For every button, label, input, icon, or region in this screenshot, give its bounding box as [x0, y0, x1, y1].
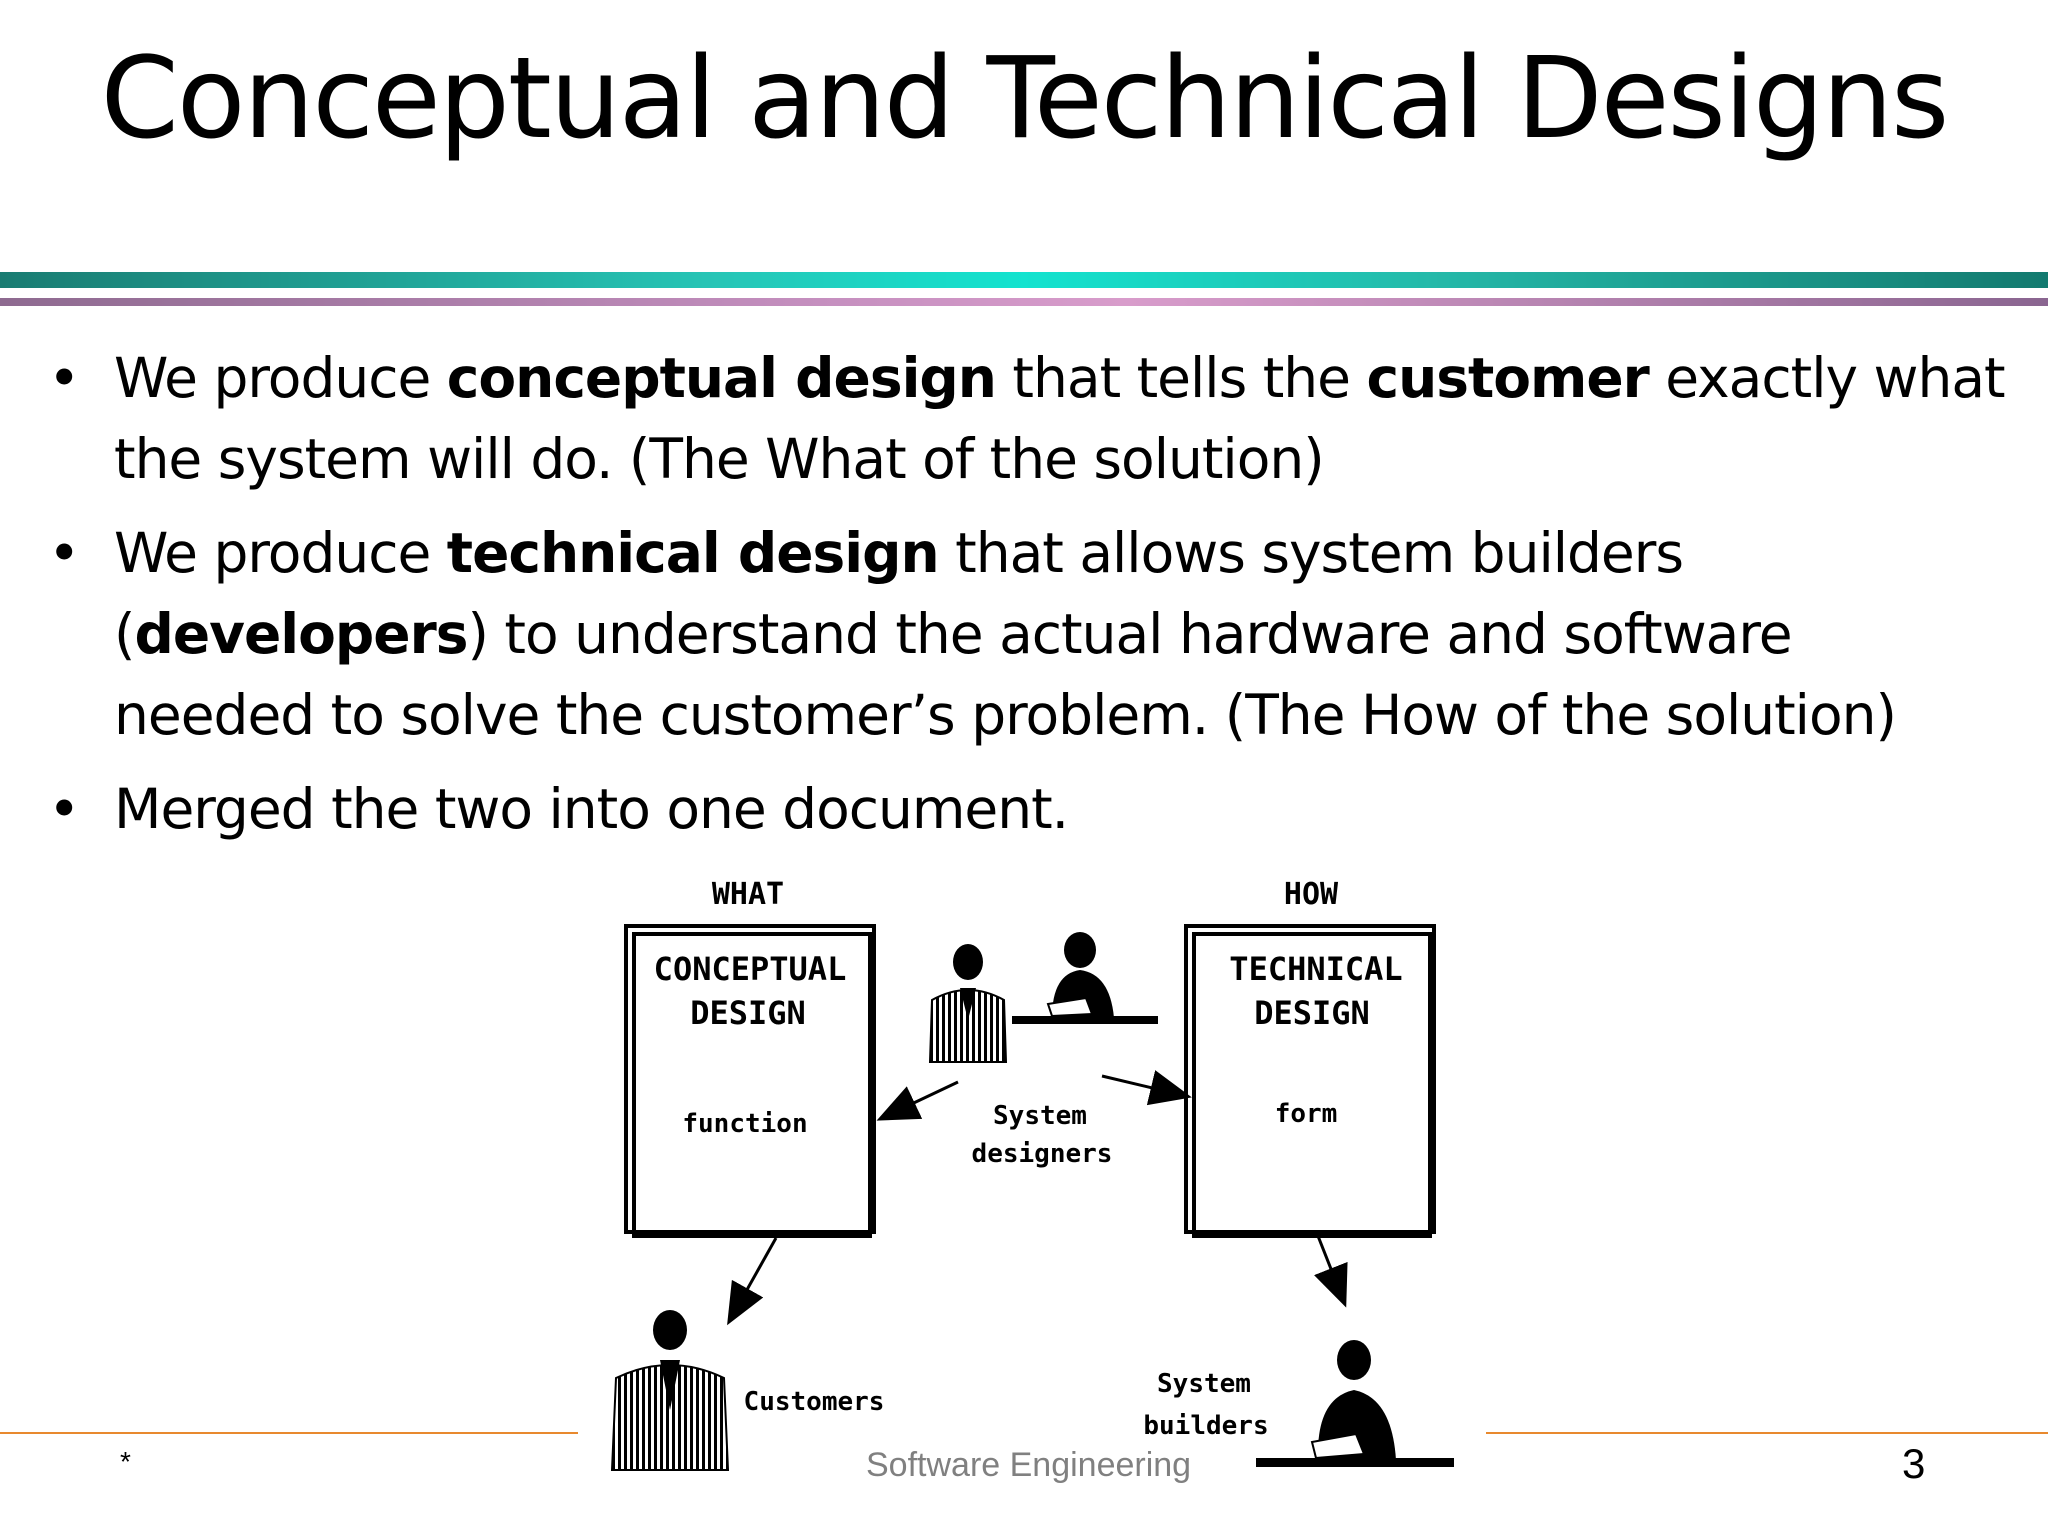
footer-date-placeholder: * — [120, 1446, 131, 1477]
arrow-to-customers — [727, 1237, 778, 1326]
bullet-text: that tells the — [995, 346, 1367, 410]
bullet-text: that allows system builders ( — [114, 521, 1684, 666]
bullet-dot: • — [48, 521, 80, 585]
bullet-text: Merged the two into one document. — [114, 777, 1069, 841]
bullet-item: • We produce technical design that allows… — [48, 513, 2008, 756]
what-label: WHAT — [712, 877, 784, 912]
bullet-dot: • — [48, 346, 80, 410]
slide-number: 3 — [1902, 1440, 1926, 1487]
conceptual-title-line2: DESIGN — [690, 994, 806, 1032]
technical-design-box: TECHNICAL DESIGN form — [1184, 924, 1436, 1238]
title-divider-teal — [0, 272, 2048, 288]
bullet-item: • We produce conceptual design that tells… — [48, 338, 2008, 500]
builders-label-line1: System — [1157, 1369, 1251, 1399]
customer-figure-top-icon — [928, 944, 1008, 1063]
customer-icon — [610, 1310, 730, 1471]
arrow-to-technical — [1101, 1070, 1192, 1106]
designers-label-line2: designers — [972, 1139, 1113, 1169]
bullet-text: We produce — [114, 521, 447, 585]
bullet-emphasis: developers — [134, 602, 468, 666]
bullet-item: • Merged the two into one document. — [48, 769, 2008, 850]
conceptual-design-box: CONCEPTUAL DESIGN function — [624, 924, 876, 1238]
footer-rule-right — [1486, 1432, 2048, 1434]
system-builder-icon — [1256, 1340, 1454, 1467]
bullet-text: We produce — [114, 346, 447, 410]
technical-subtitle: form — [1275, 1099, 1338, 1129]
title-divider-purple — [0, 298, 2048, 306]
technical-title-line2: DESIGN — [1254, 994, 1370, 1032]
conceptual-subtitle: function — [682, 1109, 807, 1139]
arrow-to-conceptual — [876, 1080, 959, 1121]
how-label: HOW — [1284, 877, 1339, 912]
bullet-emphasis: technical design — [446, 521, 940, 585]
bullet-list: • We produce conceptual design that tells… — [48, 338, 2008, 863]
customers-label: Customers — [744, 1387, 885, 1417]
bullet-emphasis: customer — [1366, 346, 1649, 410]
arrow-to-builders — [1314, 1235, 1348, 1308]
bullet-dot: • — [48, 777, 80, 841]
bullet-text: exactly what the system will do. (The Wh… — [114, 346, 2006, 491]
design-diagram: WHAT HOW CONCEPTUAL DESIGN function TECH… — [610, 877, 1454, 1471]
footer-course-name: Software Engineering — [866, 1446, 1192, 1484]
bullet-text: ) to understand the actual hardware and … — [114, 602, 1897, 747]
designer-seated-icon — [1012, 932, 1158, 1024]
technical-title-line1: TECHNICAL — [1229, 950, 1402, 988]
footer-rule-left — [0, 1432, 578, 1434]
designers-label-line1: System — [993, 1101, 1087, 1131]
slide-title: Conceptual and Technical Designs — [100, 34, 1950, 164]
builders-label-line2: builders — [1143, 1411, 1268, 1441]
bullet-emphasis: conceptual design — [446, 346, 997, 410]
conceptual-title-line1: CONCEPTUAL — [654, 950, 847, 988]
